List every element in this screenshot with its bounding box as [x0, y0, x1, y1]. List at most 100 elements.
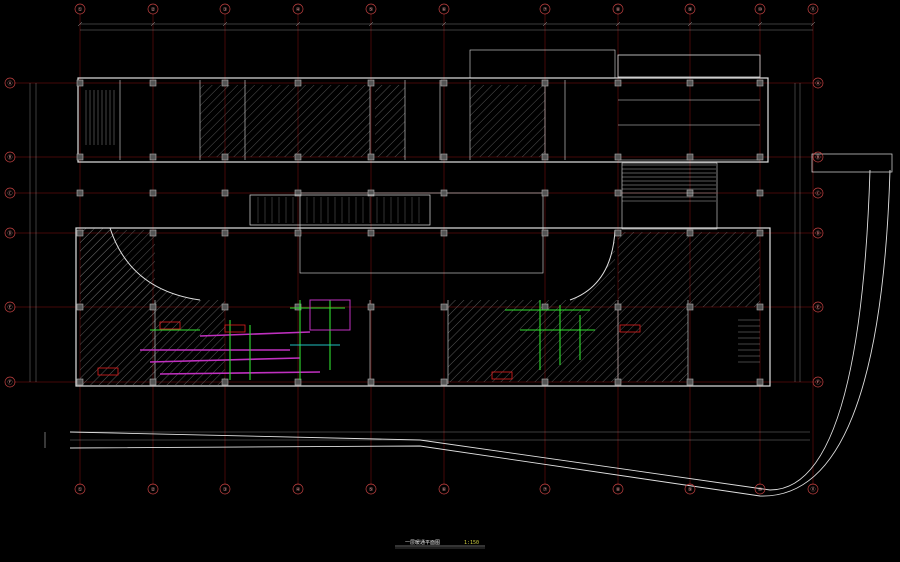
- axis-bubble-circle: [812, 227, 824, 239]
- axis-bubble-label: ⑦: [543, 487, 548, 493]
- equipment-tag: [159, 321, 181, 330]
- axis-bubble-circle: [812, 301, 824, 313]
- axis-bubble-label: Ⓕ: [815, 379, 820, 386]
- column: [440, 79, 448, 87]
- column: [541, 79, 549, 87]
- column: [294, 378, 302, 386]
- column: [221, 378, 229, 386]
- stairs-escalators: [85, 90, 760, 363]
- column: [614, 189, 622, 197]
- axis-bubble-label: ②: [151, 487, 156, 493]
- axis-bubble-label: ④: [296, 487, 301, 493]
- axis-bubble-label: Ⓐ: [7, 80, 12, 87]
- axis-bubble-circle: [812, 151, 824, 163]
- axis-bubble: Ⓓ: [4, 227, 16, 239]
- column: [686, 303, 694, 311]
- equipment-tag: [491, 371, 513, 380]
- axis-bubble: ①: [74, 483, 86, 495]
- hatched-room: [470, 85, 545, 157]
- dimension-tick: [77, 21, 83, 27]
- column: [440, 189, 448, 197]
- duct-run-magenta: [159, 371, 321, 375]
- axis-bubble: Ⓔ: [812, 301, 824, 313]
- column: [221, 153, 229, 161]
- axis-bubble-circle: [612, 3, 624, 15]
- axis-bubble-label: ⑪: [810, 6, 815, 13]
- roof-structure: [617, 54, 761, 78]
- column: [756, 79, 764, 87]
- axis-bubble: Ⓓ: [812, 227, 824, 239]
- column: [440, 229, 448, 237]
- axis-bubble-label: Ⓒ: [7, 190, 12, 197]
- dimension-tick: [757, 21, 763, 27]
- axis-bubble-label: ⑨: [688, 487, 693, 493]
- axis-bubble-circle: [219, 483, 231, 495]
- axis-bubble: ②: [147, 483, 159, 495]
- column: [76, 378, 84, 386]
- axis-bubble: ⑨: [684, 3, 696, 15]
- duct-run-magenta: [149, 357, 301, 363]
- axis-bubble-label: ⑥: [442, 487, 447, 493]
- equipment-tag: [224, 324, 246, 333]
- axis-bubble-label: ③: [223, 487, 228, 493]
- dimension-tick: [810, 21, 816, 27]
- axis-bubble-circle: [612, 483, 624, 495]
- column: [614, 153, 622, 161]
- axis-bubble-circle: [684, 483, 696, 495]
- axis-bubble: Ⓕ: [812, 376, 824, 388]
- dimension-tick: [687, 21, 693, 27]
- hatched-room: [150, 300, 225, 385]
- axis-bubble-circle: [812, 376, 824, 388]
- axis-bubble-circle: [4, 77, 16, 89]
- ramp-outer-edge: [69, 169, 871, 491]
- column: [149, 79, 157, 87]
- axis-bubble-circle: [807, 483, 819, 495]
- axis-bubble-circle: [4, 151, 16, 163]
- axis-bubble-circle: [292, 3, 304, 15]
- column: [440, 153, 448, 161]
- axis-bubble-label: Ⓑ: [815, 154, 820, 161]
- column: [367, 229, 375, 237]
- axis-bubble-circle: [438, 483, 450, 495]
- column: [541, 378, 549, 386]
- dimension-tick: [441, 21, 447, 27]
- axis-bubble-label: Ⓐ: [815, 80, 820, 87]
- axis-bubble-label: Ⓕ: [7, 379, 12, 386]
- curved-wall: [569, 229, 616, 301]
- axis-bubble-label: ②: [151, 7, 156, 13]
- axis-bubble: ⑩: [754, 483, 766, 495]
- axis-bubble: ⑩: [754, 3, 766, 15]
- dimension-tick: [615, 21, 621, 27]
- column: [149, 229, 157, 237]
- dimension-tick: [368, 21, 374, 27]
- axis-bubble-circle: [812, 77, 824, 89]
- axis-bubble-label: ⑩: [758, 487, 763, 493]
- curved-ramp: [44, 169, 891, 497]
- axis-bubble-label: ⑩: [758, 7, 763, 13]
- axis-bubble-label: ③: [223, 7, 228, 13]
- column: [440, 378, 448, 386]
- axis-bubble: Ⓔ: [4, 301, 16, 313]
- dimension-lines: [29, 21, 816, 441]
- axis-bubble-label: ④: [296, 7, 301, 13]
- axis-bubble-label: ⑥: [442, 7, 447, 13]
- equipment-tag: [619, 324, 641, 333]
- axis-bubble-circle: [684, 3, 696, 15]
- column: [541, 229, 549, 237]
- column: [149, 153, 157, 161]
- column: [686, 229, 694, 237]
- column: [686, 79, 694, 87]
- hatched-room: [200, 85, 245, 157]
- column: [76, 189, 84, 197]
- dimension-tick: [542, 21, 548, 27]
- column: [367, 189, 375, 197]
- building-walls: [75, 49, 893, 387]
- axis-bubble-label: ⑦: [543, 7, 548, 13]
- axis-bubble: ④: [292, 3, 304, 15]
- axis-bubble-label: ⑧: [616, 7, 621, 13]
- axis-bubble: ⑪: [807, 483, 819, 495]
- column: [756, 189, 764, 197]
- hatched-rooms: [80, 85, 760, 385]
- axis-bubble: Ⓒ: [812, 187, 824, 199]
